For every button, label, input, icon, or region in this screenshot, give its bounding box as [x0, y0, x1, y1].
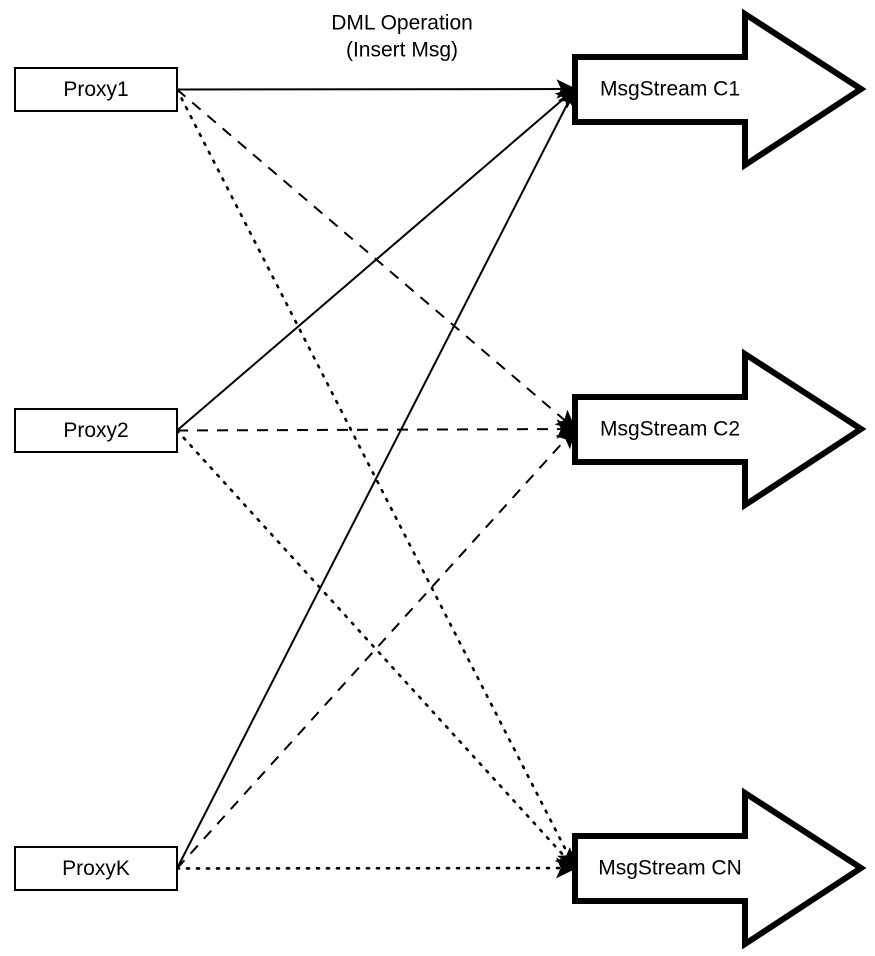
edge-proxyk-to-cn [175, 857, 578, 879]
block-arrow-icon [572, 8, 867, 171]
edge-proxy2-to-c1 [176, 87, 577, 432]
block-arrow-icon [572, 787, 867, 950]
edge-proxy2-to-cn [175, 429, 577, 870]
annotation-line: DML Operation [331, 12, 473, 35]
block-arrow-icon [572, 348, 867, 511]
edges-layer [175, 79, 578, 879]
edge-line-dashed [176, 419, 577, 439]
msgstream-nodes-layer: MsgStream C1 MsgStream C2 MsgStream CN [572, 8, 867, 950]
msgstream-label: MsgStream CN [598, 857, 742, 880]
msgstream-node-c2[interactable]: MsgStream C2 [572, 348, 867, 511]
proxy-node-proxyk[interactable]: ProxyK [14, 846, 178, 891]
msgstream-label: MsgStream C2 [600, 418, 740, 441]
dml-operation-label: DML Operation (Insert Msg) [331, 12, 473, 62]
proxy-node-proxy1[interactable]: Proxy1 [14, 67, 178, 112]
edge-line-dotted [175, 429, 577, 870]
annotations-layer: DML Operation (Insert Msg) [331, 12, 473, 62]
edge-line-dotted [175, 857, 578, 879]
edge-proxy1-to-c1 [176, 79, 577, 99]
proxy-label: Proxy1 [63, 78, 128, 101]
proxy-node-proxy2[interactable]: Proxy2 [14, 408, 178, 453]
edge-line-solid [176, 79, 577, 99]
proxy-label: Proxy2 [63, 419, 128, 442]
proxy-box-outline [14, 408, 178, 453]
proxy-box-outline [14, 846, 178, 891]
edge-proxy2-to-c2 [176, 419, 577, 439]
edge-proxyk-to-c1 [176, 87, 576, 869]
annotation-line: (Insert Msg) [346, 39, 458, 62]
msgstream-label: MsgStream C1 [600, 78, 740, 101]
msgstream-node-c1[interactable]: MsgStream C1 [572, 8, 867, 171]
edge-line-solid [176, 87, 576, 869]
proxy-label: ProxyK [62, 857, 130, 880]
edge-line-solid [176, 87, 577, 432]
msgstream-node-cn[interactable]: MsgStream CN [572, 787, 867, 950]
proxy-box-outline [14, 67, 178, 112]
